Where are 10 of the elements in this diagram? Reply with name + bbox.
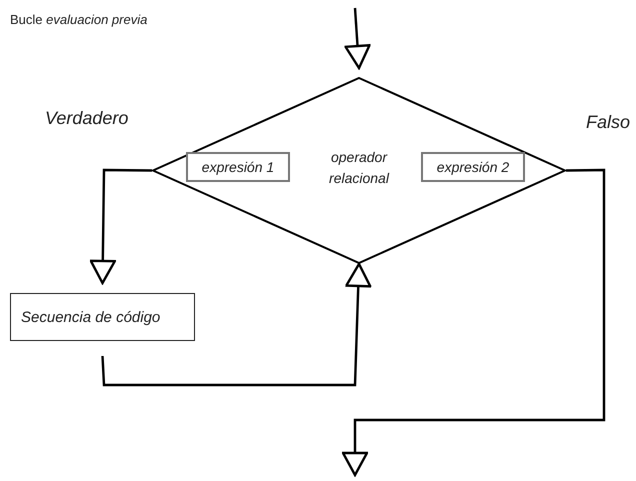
- arrow: [101, 262, 372, 386]
- arrow: [90, 168, 152, 284]
- diagram-title: Bucle evaluacion previa: [10, 12, 148, 27]
- process-box: Secuencia de código: [10, 293, 195, 341]
- arrow: [344, 8, 371, 70]
- arrow: [342, 168, 606, 476]
- operator-text: operador relacional: [328, 148, 390, 188]
- decision-diamond: [152, 77, 566, 264]
- expression-box: expresión 1: [186, 152, 290, 182]
- expression-box: expresión 2: [421, 152, 525, 182]
